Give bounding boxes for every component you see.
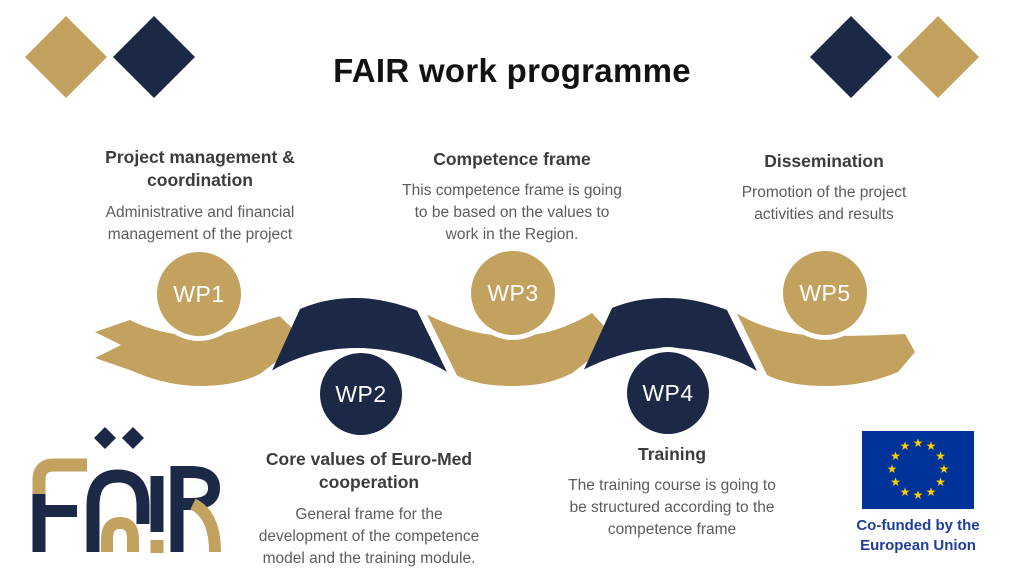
- ribbon-segment-5: [737, 313, 915, 386]
- page-title: FAIR work programme: [333, 52, 691, 89]
- section-heading: Dissemination: [764, 151, 884, 171]
- wp-label: WP4: [642, 379, 694, 406]
- ribbon-segment-4: [584, 298, 757, 371]
- section-wp5: Dissemination Promotion of the project a…: [709, 150, 939, 226]
- ribbon-segment-1: [95, 316, 304, 386]
- wp4-circle: WP4: [627, 352, 709, 434]
- eu-star-icon: ★: [935, 475, 946, 489]
- eu-star-icon: ★: [899, 484, 911, 499]
- section-wp1: Project management & coordination Admini…: [80, 146, 320, 246]
- section-wp4: Training The training course is going to…: [547, 443, 797, 541]
- logo-letter-i: [150, 476, 164, 553]
- section-heading: Training: [637, 444, 707, 464]
- wp-label: WP2: [335, 380, 387, 407]
- section-heading: Project management & coordination: [105, 147, 295, 191]
- section-heading: Core values of Euro-Med cooperation: [265, 449, 473, 493]
- section-body: This competence frame is going to be bas…: [402, 182, 622, 244]
- ribbon-segment-2: [272, 298, 447, 372]
- wp1-circle: WP1: [157, 252, 241, 336]
- wp-label: WP1: [173, 280, 225, 307]
- section-body: General frame for the development of the…: [258, 505, 480, 567]
- section-heading: Competence frame: [433, 149, 591, 169]
- eu-star-icon: ★: [912, 436, 924, 450]
- wp-label: WP5: [799, 279, 851, 306]
- ribbon-segment-3: [427, 313, 616, 386]
- section-wp3: Competence frame This competence frame i…: [387, 148, 637, 246]
- logo-letter-f: [32, 458, 87, 552]
- eu-funding-caption: Co-funded by the European Union: [856, 517, 980, 554]
- eu-star-icon: ★: [925, 439, 937, 454]
- eu-star-icon: ★: [899, 439, 911, 454]
- eu-star-icon: ★: [886, 462, 898, 476]
- fair-logo: [32, 427, 221, 553]
- eu-star-icon: ★: [912, 488, 924, 502]
- section-body: Administrative and financial management …: [105, 203, 295, 243]
- wp3-circle: WP3: [471, 251, 555, 335]
- section-wp2: Core values of Euro-Med cooperation Gene…: [244, 448, 494, 570]
- eu-star-icon: ★: [925, 484, 937, 499]
- section-body: Promotion of the project activities and …: [741, 184, 907, 224]
- section-body: The training course is going to be struc…: [568, 477, 776, 539]
- logo-letter-a: [86, 469, 150, 552]
- eu-star-icon: ★: [935, 449, 946, 463]
- eu-star-icon: ★: [890, 449, 901, 463]
- wp-label: WP3: [487, 279, 539, 306]
- eu-flag: ★★★★★★★★★★★★: [862, 431, 974, 509]
- wp2-circle: WP2: [320, 353, 402, 435]
- eu-star-icon: ★: [938, 462, 950, 476]
- logo-umlaut-diamonds: [94, 427, 144, 449]
- wp5-circle: WP5: [783, 251, 867, 335]
- logo-letter-r: [170, 466, 221, 553]
- eu-star-icon: ★: [890, 475, 901, 489]
